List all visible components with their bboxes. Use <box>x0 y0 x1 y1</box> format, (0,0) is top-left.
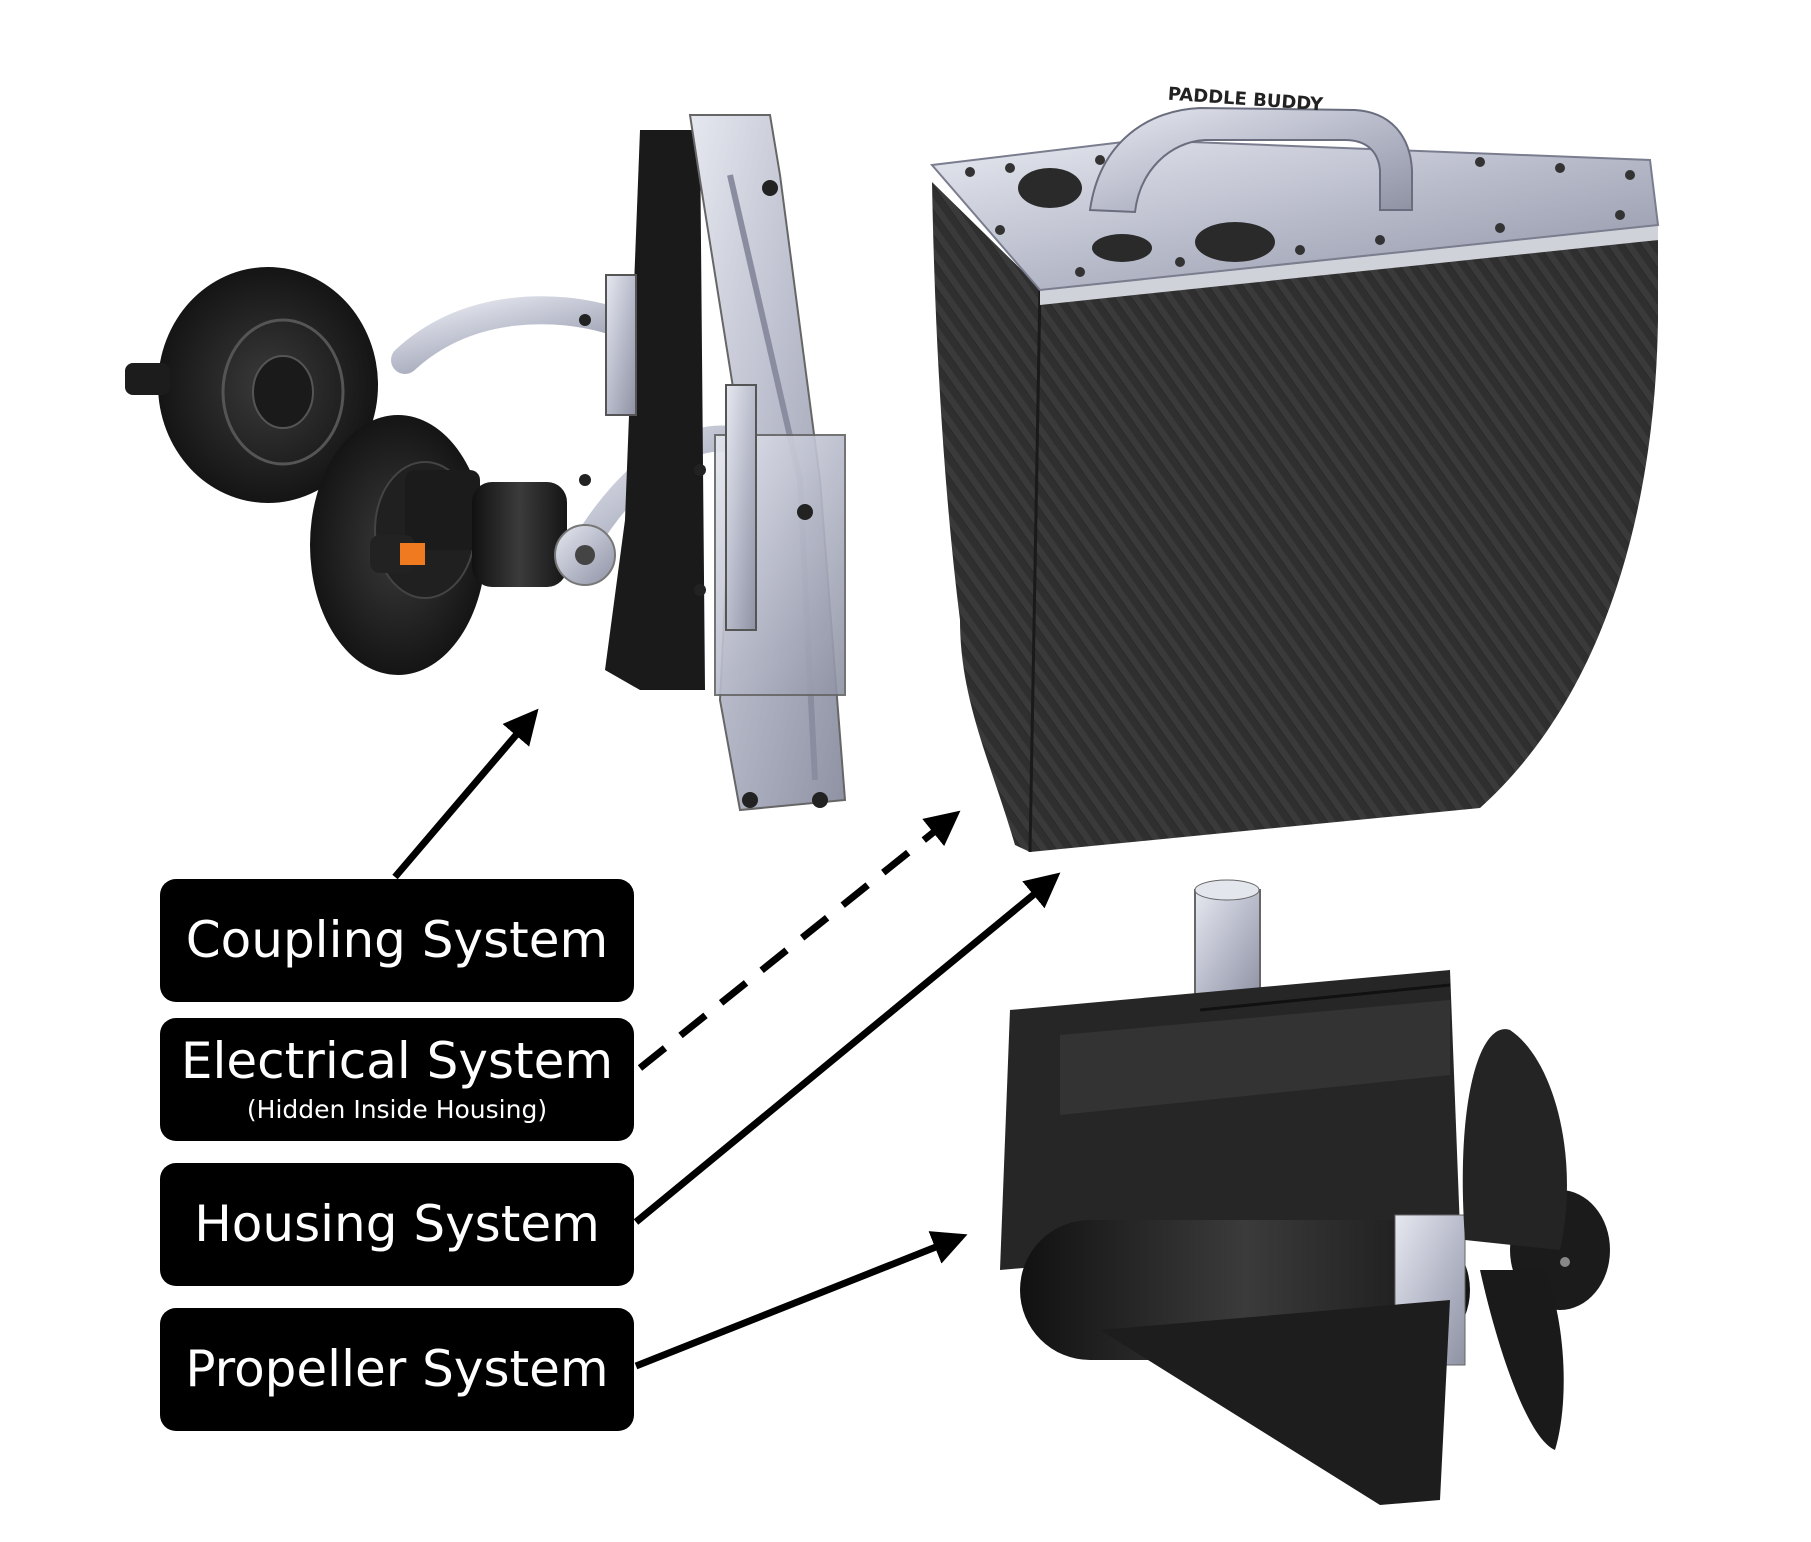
housing-band <box>1040 225 1658 305</box>
label-propeller-system: Propeller System <box>160 1308 634 1431</box>
housing-system-illustration: PADDLE BUDDY <box>930 84 1660 853</box>
housing-handle <box>1088 106 1413 214</box>
propeller-system-illustration <box>1000 879 1610 1505</box>
propeller-skeg <box>1100 1300 1450 1505</box>
arrow-propeller <box>634 1231 968 1370</box>
label-coupling-text: Coupling System <box>185 911 609 969</box>
coupling-knob <box>472 482 567 587</box>
coupling-system-illustration <box>125 114 847 812</box>
mount-plate <box>605 130 705 690</box>
spring-column-upper <box>605 274 637 416</box>
label-housing-system: Housing System <box>160 1163 634 1286</box>
propeller-blade-upper <box>1462 1029 1567 1250</box>
housing-body <box>932 182 1658 852</box>
label-electrical-note: (Hidden Inside Housing) <box>246 1095 548 1124</box>
label-electrical-text: Electrical System <box>180 1032 614 1090</box>
coupling-arm-upper <box>391 296 624 374</box>
orange-accent-pin <box>400 543 425 565</box>
spring-column-lower <box>725 384 757 631</box>
arrow-coupling <box>392 708 539 880</box>
callout-arrows <box>392 708 1061 1370</box>
arrow-electrical <box>637 810 961 1071</box>
label-electrical-system: Electrical System (Hidden Inside Housing… <box>160 1018 634 1141</box>
arrow-housing <box>633 872 1061 1225</box>
propeller-blade-lower <box>1480 1270 1564 1450</box>
label-coupling-system: Coupling System <box>160 879 634 1002</box>
propeller-drive-shaft <box>1194 889 1261 1001</box>
label-housing-text: Housing System <box>194 1195 600 1253</box>
label-propeller-text: Propeller System <box>185 1340 609 1398</box>
